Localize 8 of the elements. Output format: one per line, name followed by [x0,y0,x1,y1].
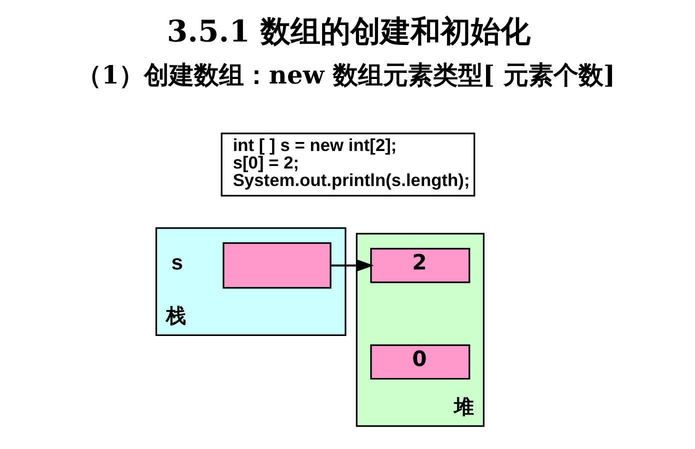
label: （1）创建数组：new 数组元素类型[ 元素个数] [76,60,615,90]
arrow [330,259,374,271]
node-box: 2 [370,247,470,283]
node-box: 0 [370,344,470,380]
diagram-title: 3.5.1 数组的创建和初始化 [166,14,530,50]
node-box: int [ ] s = new int[2]; s[0] = 2; System.out.println(s.length); [220,132,475,196]
node-box [222,242,331,288]
node-label: s [170,250,182,274]
